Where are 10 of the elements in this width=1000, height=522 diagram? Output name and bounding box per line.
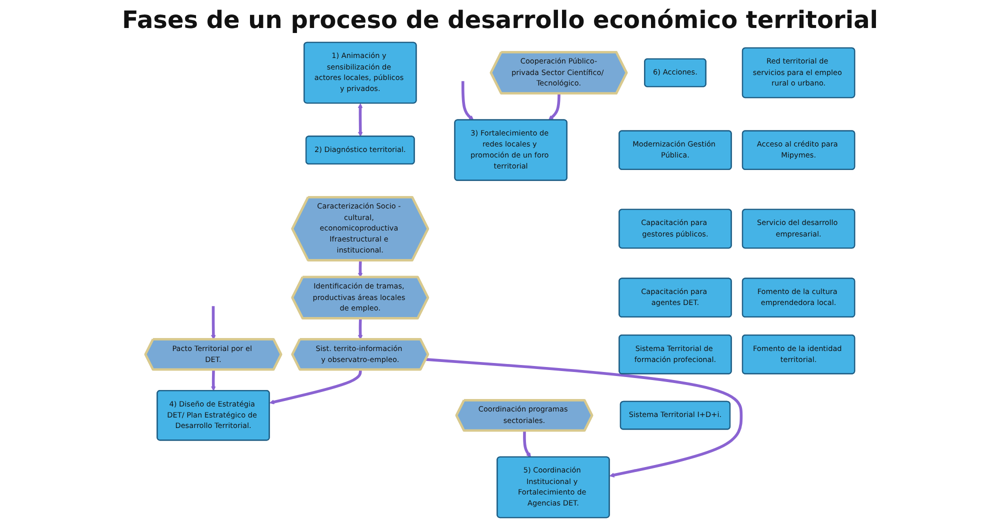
diagram-title: Fases de un proceso de desarrollo económico territorial bbox=[122, 6, 878, 34]
arrow bbox=[358, 260, 363, 278]
arrow bbox=[523, 430, 532, 458]
arrow bbox=[358, 318, 363, 340]
arrow bbox=[548, 94, 560, 120]
arrow bbox=[210, 306, 216, 340]
arrow bbox=[358, 103, 363, 137]
arrow bbox=[210, 370, 216, 392]
arrow bbox=[461, 81, 474, 120]
arrow bbox=[426, 358, 743, 478]
